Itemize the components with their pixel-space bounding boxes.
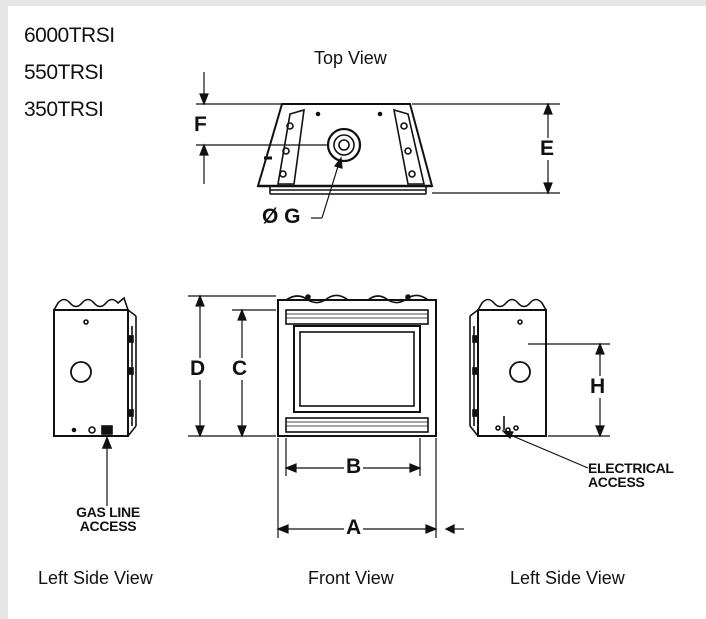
model-350trsi: 350TRSI <box>24 98 104 121</box>
model-550trsi: 550TRSI <box>24 61 104 84</box>
model-6000trsi: 6000TRSI <box>24 24 115 47</box>
right-side-view-label: Left Side View <box>510 568 625 588</box>
electrical-access-leader <box>501 430 589 469</box>
gas-line-access-callout: GAS LINE ACCESS <box>76 504 140 534</box>
front-view-label: Front View <box>308 568 394 588</box>
dimension-c-label: C <box>230 357 250 380</box>
left-side-view-drawing <box>53 296 137 506</box>
dimension-f-label: F <box>192 113 209 136</box>
electrical-access-callout: ELECTRICAL ACCESS <box>588 460 674 490</box>
left-side-view-label: Left Side View <box>38 568 153 588</box>
dimension-f-lines <box>196 72 404 184</box>
diagram-canvas: 6000TRSI 550TRSI 350TRSI Top View Left S… <box>8 6 706 619</box>
technical-drawing <box>53 72 610 538</box>
dimension-a-label: A <box>344 516 364 539</box>
dimension-h-label: H <box>588 375 608 398</box>
front-view-drawing <box>277 294 437 437</box>
dimension-g-label: Ø G <box>260 205 303 228</box>
right-side-view-drawing <box>469 298 547 437</box>
dimension-d-label: D <box>188 357 208 380</box>
dimension-b-label: B <box>344 455 364 478</box>
top-view-label: Top View <box>314 48 387 68</box>
dimension-e-label: E <box>538 137 557 160</box>
dimension-a-lines <box>276 438 464 538</box>
top-view-drawing <box>256 103 434 195</box>
dimension-g-leader <box>311 156 343 219</box>
